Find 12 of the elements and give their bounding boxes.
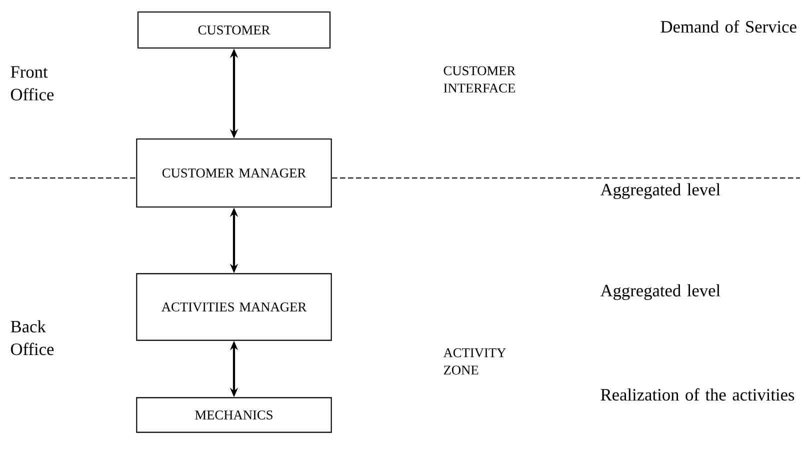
side-label: CUSTOMER INTERFACE [444, 66, 516, 93]
process-box: MECHANICS [136, 397, 332, 433]
process-box: ACTIVITIES MANAGER [136, 273, 332, 341]
side-label: Realization of the activities [600, 388, 794, 401]
side-label: Back Office [10, 320, 54, 356]
side-label: Aggregated level [600, 183, 720, 200]
side-label: ACTIVITY ZONE [443, 348, 506, 375]
side-label: Aggregated level [600, 284, 720, 300]
side-label: Front Office [10, 66, 54, 100]
process-box: CUSTOMER [137, 11, 331, 49]
process-box: CUSTOMER MANAGER [136, 138, 332, 208]
side-label: Demand of Service [660, 20, 796, 33]
